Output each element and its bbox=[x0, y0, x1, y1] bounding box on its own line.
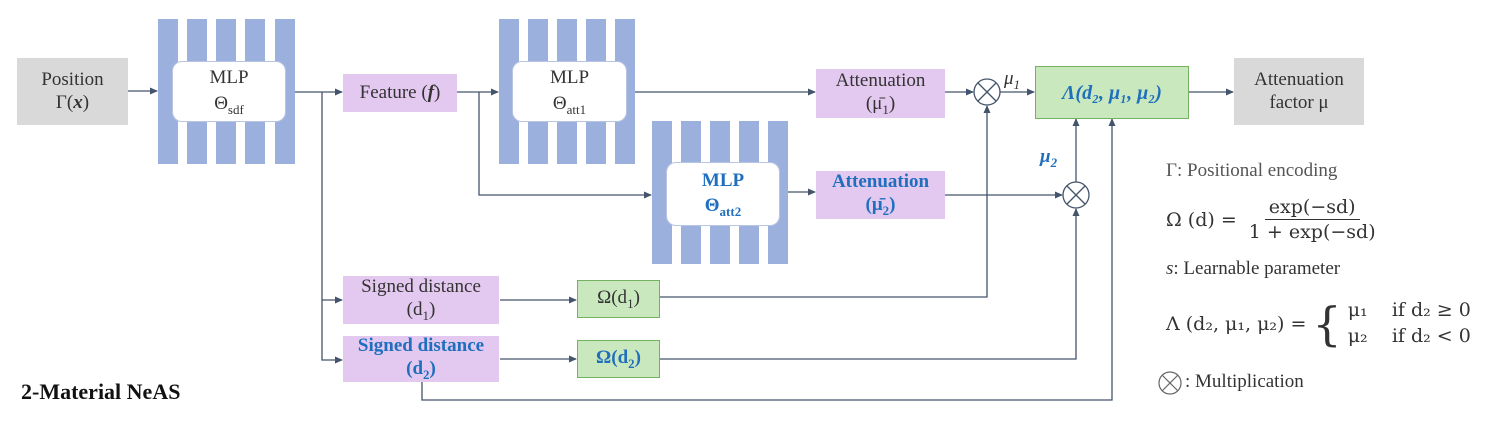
omega-2-node: Ω(d2) bbox=[577, 340, 660, 378]
legend-lambda: Λ (d₂, μ₁, μ₂) = { μ₁ if d₂ ≥ 0 μ₂ if d₂… bbox=[1166, 296, 1471, 351]
mu2-edge-label: μ2 bbox=[1040, 146, 1058, 170]
mlp-att1: MLP Θatt1 bbox=[512, 61, 627, 122]
output-node: Attenuation factor μ bbox=[1234, 58, 1364, 125]
attenuation-1-node: Attenuation (μ̄1) bbox=[816, 69, 945, 118]
legend-omega: Ω (d) = exp(−sd) 1 + exp(−sd) bbox=[1166, 196, 1380, 243]
mlp-sdf: MLP Θsdf bbox=[172, 61, 286, 122]
signed-distance-2-node: Signed distance (d2) bbox=[343, 335, 499, 382]
mlp-att2: MLP Θatt2 bbox=[666, 162, 780, 226]
diagram-title: 2-Material NeAS bbox=[21, 379, 181, 404]
signed-distance-1-node: Signed distance (d1) bbox=[343, 276, 499, 324]
position-node: Position Γ(x) bbox=[17, 58, 128, 125]
legend-gamma: Γ: Positional encoding bbox=[1166, 160, 1338, 181]
legend-s-param: s: Learnable parameter bbox=[1166, 258, 1341, 279]
multiply-node-2 bbox=[1062, 181, 1090, 209]
omega-fraction: exp(−sd) 1 + exp(−sd) bbox=[1248, 196, 1376, 243]
multiply-legend-icon bbox=[1158, 371, 1182, 395]
connectors bbox=[128, 87, 1234, 401]
position-label: Position bbox=[41, 68, 104, 90]
attenuation-2-node: Attenuation (μ̄2) bbox=[816, 171, 945, 219]
multiply-node-1 bbox=[973, 78, 1001, 106]
feature-node: Feature (f) bbox=[343, 74, 457, 112]
legend-multiplication: : Multiplication bbox=[1185, 371, 1304, 392]
mu1-edge-label: μ1 bbox=[1004, 68, 1021, 92]
lambda-node: Λ(d₂, μ₁, μ₂) bbox=[1035, 66, 1189, 119]
omega-1-node: Ω(d1) bbox=[577, 280, 660, 318]
